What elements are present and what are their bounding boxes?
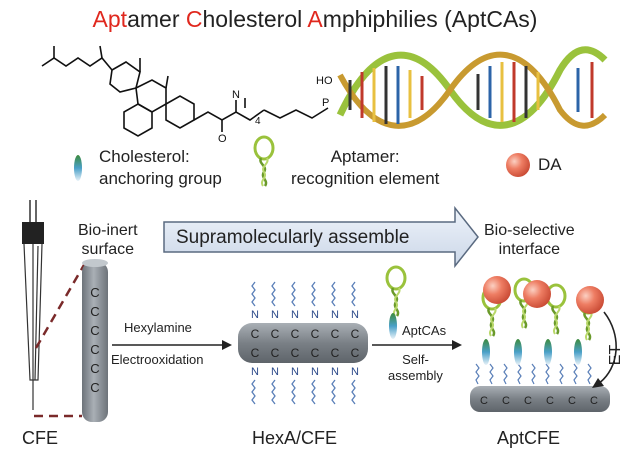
da-sphere-3	[576, 286, 604, 314]
dna-helix	[336, 46, 608, 129]
rod-c-6: C	[90, 380, 99, 395]
page-title: Aptamer Cholesterol Amphiphilies (AptCAs…	[0, 6, 630, 33]
aptcfe-chol-3	[544, 339, 552, 365]
hexa-n-top-2: N	[271, 309, 279, 321]
molecule-subscript: 4	[255, 116, 261, 127]
legend-cholesterol-line1: Cholesterol:	[99, 147, 190, 166]
aptcfe-c-4: C	[546, 395, 554, 407]
da-sphere-icon	[506, 153, 530, 177]
legend-aptamer: Aptamer: recognition element	[291, 146, 439, 190]
title-holesterol: holesterol	[202, 6, 308, 32]
hexa-c-bot-6: C	[351, 346, 360, 360]
rod-c-3: C	[90, 323, 99, 338]
hexa-n-top-1: N	[251, 309, 259, 321]
legend-aptamer-line2: recognition element	[291, 169, 440, 188]
legend-cholesterol: Cholesterol: anchoring group	[99, 146, 222, 190]
aptcas-aptamer-icon	[385, 265, 407, 318]
bio-selective-line1: Bio-selective	[484, 222, 575, 239]
title-amer: amer	[127, 6, 186, 32]
aptcfe-chol-1	[482, 339, 490, 365]
aptamer-icon	[253, 135, 275, 188]
et-arrow	[597, 311, 617, 385]
hexa-c-bot-3: C	[291, 346, 300, 360]
aptcfe-c-1: C	[480, 395, 488, 407]
assemble-arrow	[163, 205, 479, 269]
hexa-n-bot-1: N	[251, 366, 259, 378]
title-mphiphilies: mphiphilies (AptCAs)	[322, 6, 538, 32]
hexa-c-top-3: C	[291, 327, 300, 341]
hexa-c-bot-5: C	[331, 346, 340, 360]
legend-aptamer-line1: Aptamer:	[330, 147, 400, 166]
molecule-o-label: O	[218, 133, 227, 145]
hexa-cfe: C C C C C C C C C C C C N N N N N N N N …	[238, 281, 368, 405]
hexa-c-bot-1: C	[251, 346, 260, 360]
aptcfe-c-2: C	[502, 395, 510, 407]
rod-c-5: C	[90, 361, 99, 376]
cholesterol-molecule-structure	[41, 45, 329, 137]
aptcfe-c-5: C	[568, 395, 576, 407]
cholesterol-icon	[74, 155, 82, 181]
hexa-cfe-label: HexA/CFE	[252, 428, 338, 448]
aptcfe: C C C C C C ET	[470, 276, 624, 412]
hexa-n-bot-6: N	[351, 366, 359, 378]
legend-cholesterol-line2: anchoring group	[99, 169, 222, 188]
hexa-c-top-6: C	[351, 327, 360, 341]
aptcfe-chol-4	[574, 339, 582, 365]
legend-da: DA	[538, 155, 562, 174]
et-label: ET	[607, 345, 624, 366]
step1-bottom-label: Electrooxidation	[111, 352, 204, 367]
step2-label: Self- assembly	[388, 352, 443, 384]
hexa-n-top-6: N	[351, 309, 359, 321]
bio-inert-line1: Bio-inert	[78, 222, 138, 239]
title-red-c: C	[185, 6, 203, 32]
hexa-c-bot-4: C	[311, 346, 320, 360]
molecule-ho-label: HO	[316, 75, 333, 87]
bio-inert-line2: surface	[81, 241, 135, 258]
aptcfe-c-6: C	[590, 395, 598, 407]
hexa-c-top-2: C	[271, 327, 280, 341]
aptcfe-label: AptCFE	[497, 428, 561, 448]
bio-selective-line2: interface	[498, 241, 561, 258]
hexa-c-top-4: C	[311, 327, 320, 341]
hexa-c-top-5: C	[331, 327, 340, 341]
title-red-apt: Apt	[92, 6, 128, 32]
cfe-label: CFE	[22, 428, 58, 448]
step2-line2: assembly	[388, 368, 443, 383]
hexa-c-bot-2: C	[271, 346, 280, 360]
hexa-n-top-5: N	[331, 309, 339, 321]
et-arrowhead	[592, 378, 604, 388]
carbon-rod-top	[82, 259, 108, 267]
rod-c-2: C	[90, 304, 99, 319]
step2-line1: Self-	[402, 352, 429, 367]
cfe-electrode	[22, 200, 44, 410]
arrow-label: Supramolecularly assemble	[176, 227, 410, 248]
da-sphere-2	[523, 280, 551, 308]
hexa-n-top-3: N	[291, 309, 299, 321]
zoom-line-top	[34, 257, 90, 349]
rod-c-1: C	[90, 285, 99, 300]
step1-top-label: Hexylamine	[124, 320, 192, 335]
molecule-p-label: P	[322, 97, 329, 109]
molecule-n-label: N	[232, 89, 240, 101]
aptcfe-c-3: C	[524, 395, 532, 407]
hexa-n-bot-4: N	[311, 366, 319, 378]
bio-selective-label: Bio-selective interface	[484, 221, 575, 259]
rod-c-4: C	[90, 342, 99, 357]
carbon-rod-vertical	[82, 262, 108, 422]
hexa-n-top-4: N	[311, 309, 319, 321]
hexa-n-bot-2: N	[271, 366, 279, 378]
hexa-n-bot-3: N	[291, 366, 299, 378]
hexa-c-top-1: C	[251, 327, 260, 341]
title-red-a: A	[307, 6, 323, 32]
aptcas-cholesterol-icon	[389, 313, 397, 339]
step2-arrowhead	[452, 340, 462, 350]
aptcas-label: AptCAs	[402, 323, 447, 338]
step1-arrowhead	[222, 340, 232, 350]
da-sphere-1	[483, 276, 511, 304]
aptcfe-chol-2	[514, 339, 522, 365]
hexa-n-bot-5: N	[331, 366, 339, 378]
bio-inert-label: Bio-inert surface	[78, 221, 138, 259]
